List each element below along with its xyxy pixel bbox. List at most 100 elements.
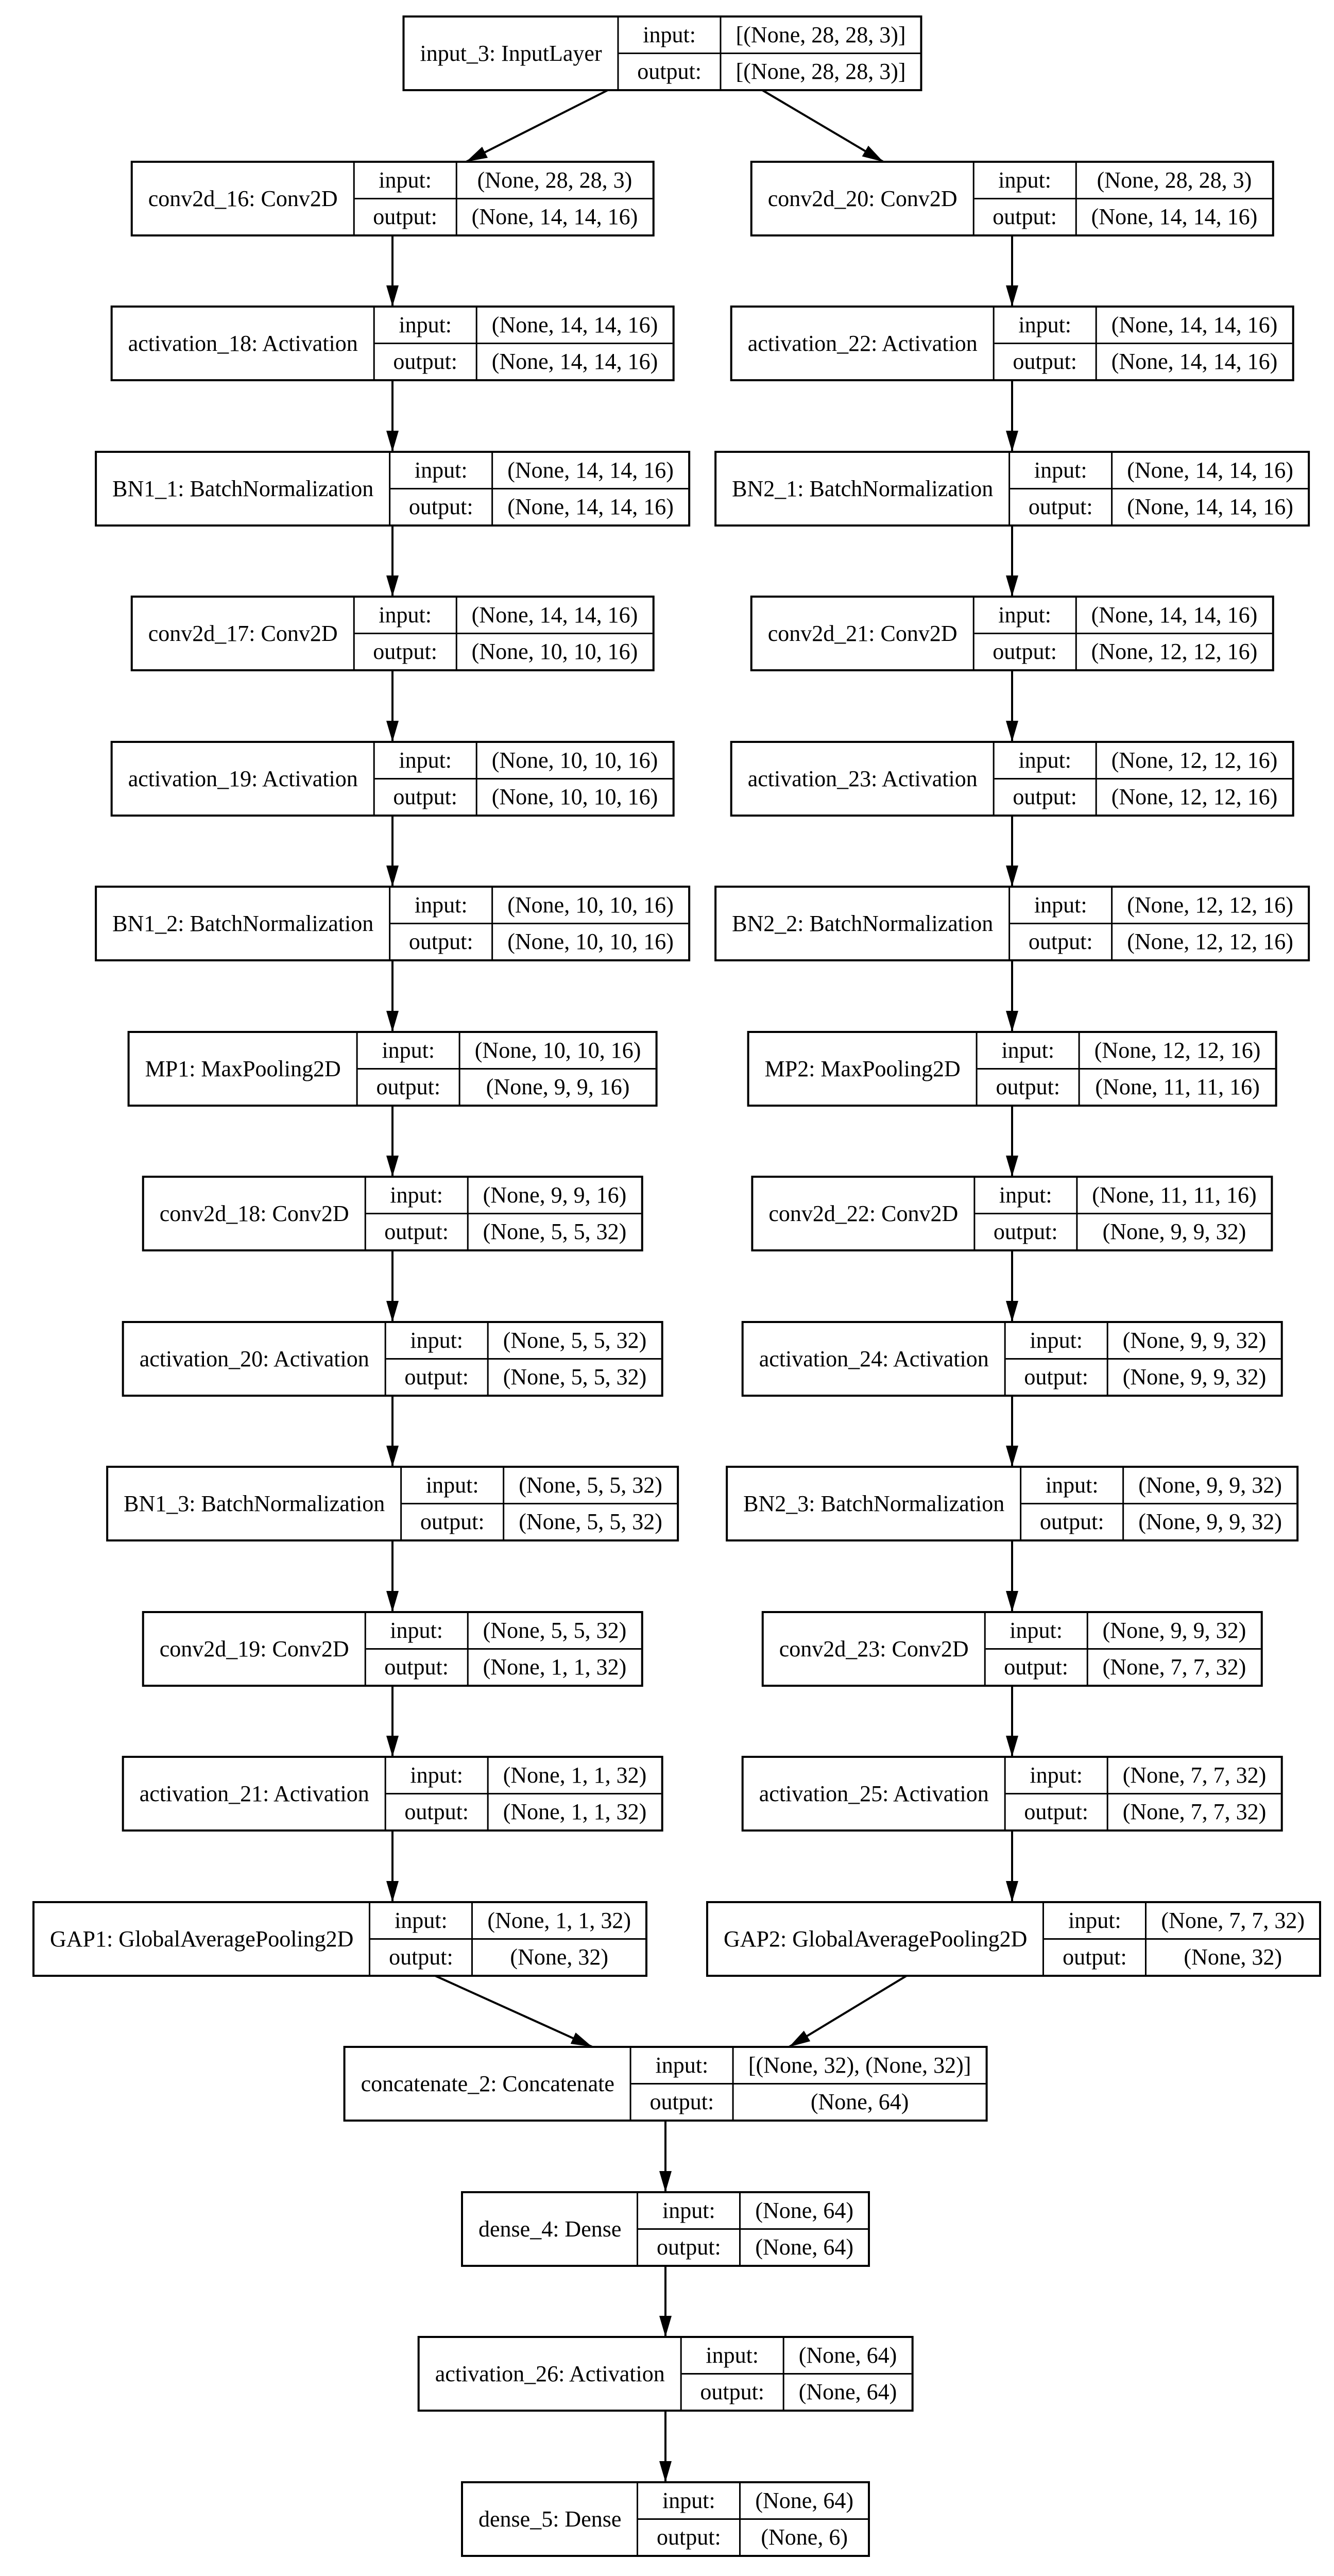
input-shape: (None, 10, 10, 16) [507,892,674,918]
input-label: input: [631,2048,734,2083]
input-label: input: [1006,1758,1108,1793]
input-shape: (None, 28, 28, 3) [1097,167,1252,193]
input-shape: (None, 5, 5, 32) [503,1328,647,1353]
output-row: output: (None, 14, 14, 16) [390,489,688,524]
layer-io-table: input: (None, 7, 7, 32) output: (None, 3… [1044,1903,1320,1975]
layer-node-MP1: MP1: MaxPooling2D input: (None, 10, 10, … [127,1031,658,1107]
layer-name: activation_21: Activation [124,1758,386,1829]
output-label: output: [1021,1504,1124,1539]
layer-io-table: input: (None, 12, 12, 16) output: (None,… [994,743,1292,815]
output-shape: (None, 5, 5, 32) [519,1509,662,1534]
edge-GAP2-to-concatenate_2 [788,1975,908,2048]
output-shape: (None, 10, 10, 16) [491,784,658,809]
output-label: output: [1006,1360,1108,1395]
output-label: output: [975,1214,1078,1249]
input-shape: (None, 28, 28, 3) [477,167,632,193]
input-shape: (None, 14, 14, 16) [507,457,674,483]
input-label: input: [995,308,1097,343]
output-row: output: (None, 64) [631,2084,986,2120]
output-row: output: (None, 10, 10, 16) [355,634,653,669]
layer-node-conv2d_18: conv2d_18: Conv2D input: (None, 9, 9, 16… [142,1176,643,1251]
input-label: input: [638,2193,741,2228]
input-row: input: (None, 64) [638,2193,868,2230]
layer-node-conv2d_22: conv2d_22: Conv2D input: (None, 11, 11, … [751,1176,1273,1251]
layer-io-table: input: [(None, 32), (None, 32)] output: … [631,2048,986,2120]
output-shape: (None, 9, 9, 32) [1138,1509,1282,1534]
output-shape: (None, 14, 14, 16) [1127,494,1293,519]
input-label: input: [375,308,477,343]
output-shape: (None, 9, 9, 32) [1102,1219,1246,1244]
layer-io-table: input: (None, 14, 14, 16) output: (None,… [994,308,1292,379]
output-row: output: (None, 14, 14, 16) [355,199,653,234]
layer-node-conv2d_20: conv2d_20: Conv2D input: (None, 28, 28, … [750,161,1274,236]
output-shape: (None, 11, 11, 16) [1095,1074,1260,1099]
layer-node-conv2d_23: conv2d_23: Conv2D input: (None, 9, 9, 32… [761,1611,1263,1687]
input-label: input: [366,1178,469,1213]
output-label: output: [370,1940,473,1975]
output-label: output: [638,2520,741,2555]
output-label: output: [1006,1794,1108,1829]
layer-io-table: input: (None, 14, 14, 16) output: (None,… [374,308,673,379]
layer-name: MP1: MaxPooling2D [130,1033,358,1105]
output-shape: (None, 7, 7, 32) [1122,1799,1267,1824]
output-label: output: [355,199,457,234]
input-row: input: (None, 1, 1, 32) [386,1758,661,1794]
input-label: input: [390,888,493,923]
layer-name: conv2d_23: Conv2D [764,1613,986,1685]
input-shape: (None, 10, 10, 16) [474,1038,641,1063]
input-row: input: (None, 12, 12, 16) [1010,888,1308,924]
output-row: output: (None, 64) [682,2375,912,2410]
layer-node-activation_19: activation_19: Activation input: (None, … [110,741,675,817]
output-row: output: (None, 14, 14, 16) [375,344,673,379]
layer-io-table: input: (None, 9, 9, 32) output: (None, 9… [1021,1468,1296,1539]
layer-io-table: input: (None, 10, 10, 16) output: (None,… [390,888,688,959]
output-shape: (None, 14, 14, 16) [1111,349,1278,374]
input-row: input: (None, 5, 5, 32) [366,1613,641,1650]
layer-node-activation_18: activation_18: Activation input: (None, … [110,306,675,381]
layer-io-table: input: (None, 10, 10, 16) output: (None,… [357,1033,656,1105]
output-label: output: [386,1360,489,1395]
layer-name: activation_25: Activation [744,1758,1006,1829]
input-shape: (None, 11, 11, 16) [1092,1182,1257,1208]
output-shape: (None, 9, 9, 16) [486,1074,630,1099]
output-row: output: (None, 32) [370,1940,645,1975]
input-shape: (None, 14, 14, 16) [471,602,638,628]
output-label: output: [355,634,457,669]
input-row: input: (None, 14, 14, 16) [994,308,1292,344]
input-label: input: [366,1613,469,1648]
input-shape: [(None, 28, 28, 3)] [736,22,906,47]
layer-name: conv2d_18: Conv2D [144,1178,366,1249]
output-label: output: [631,2084,734,2120]
input-label: input: [978,1033,1080,1068]
input-row: input: (None, 28, 28, 3) [974,163,1272,199]
output-shape: (None, 5, 5, 32) [483,1219,627,1244]
input-shape: (None, 64) [798,2343,897,2368]
input-shape: (None, 7, 7, 32) [1122,1762,1267,1788]
layer-node-conv2d_19: conv2d_19: Conv2D input: (None, 5, 5, 32… [142,1611,643,1687]
layer-node-activation_23: activation_23: Activation input: (None, … [730,741,1294,817]
layer-io-table: input: (None, 64) output: (None, 6) [638,2483,868,2555]
layer-node-MP2: MP2: MaxPooling2D input: (None, 12, 12, … [747,1031,1277,1107]
input-label: input: [974,163,1077,198]
input-row: input: (None, 9, 9, 32) [1005,1323,1281,1360]
output-label: output: [974,199,1077,234]
input-shape: (None, 14, 14, 16) [491,312,658,337]
layer-node-activation_26: activation_26: Activation input: (None, … [417,2336,914,2412]
output-row: output: (None, 10, 10, 16) [390,924,688,959]
input-shape: (None, 64) [755,2488,853,2513]
input-row: input: (None, 14, 14, 16) [390,453,688,489]
layer-name: dense_4: Dense [463,2193,639,2265]
output-shape: (None, 14, 14, 16) [471,204,638,229]
output-row: output: (None, 14, 14, 16) [995,344,1292,379]
output-row: output: (None, 32) [1044,1940,1319,1975]
input-label: input: [619,18,722,53]
edge-input_3-to-conv2d_16 [466,89,608,163]
input-label: input: [1010,453,1113,488]
edge-GAP1-to-concatenate_2 [435,1975,593,2048]
output-row: output: (None, 12, 12, 16) [974,634,1272,669]
output-label: output: [1010,489,1113,524]
layer-node-activation_24: activation_24: Activation input: (None, … [741,1321,1283,1397]
output-shape: (None, 64) [755,2234,853,2260]
layer-name: activation_24: Activation [744,1323,1006,1395]
input-shape: (None, 14, 14, 16) [1127,457,1293,483]
